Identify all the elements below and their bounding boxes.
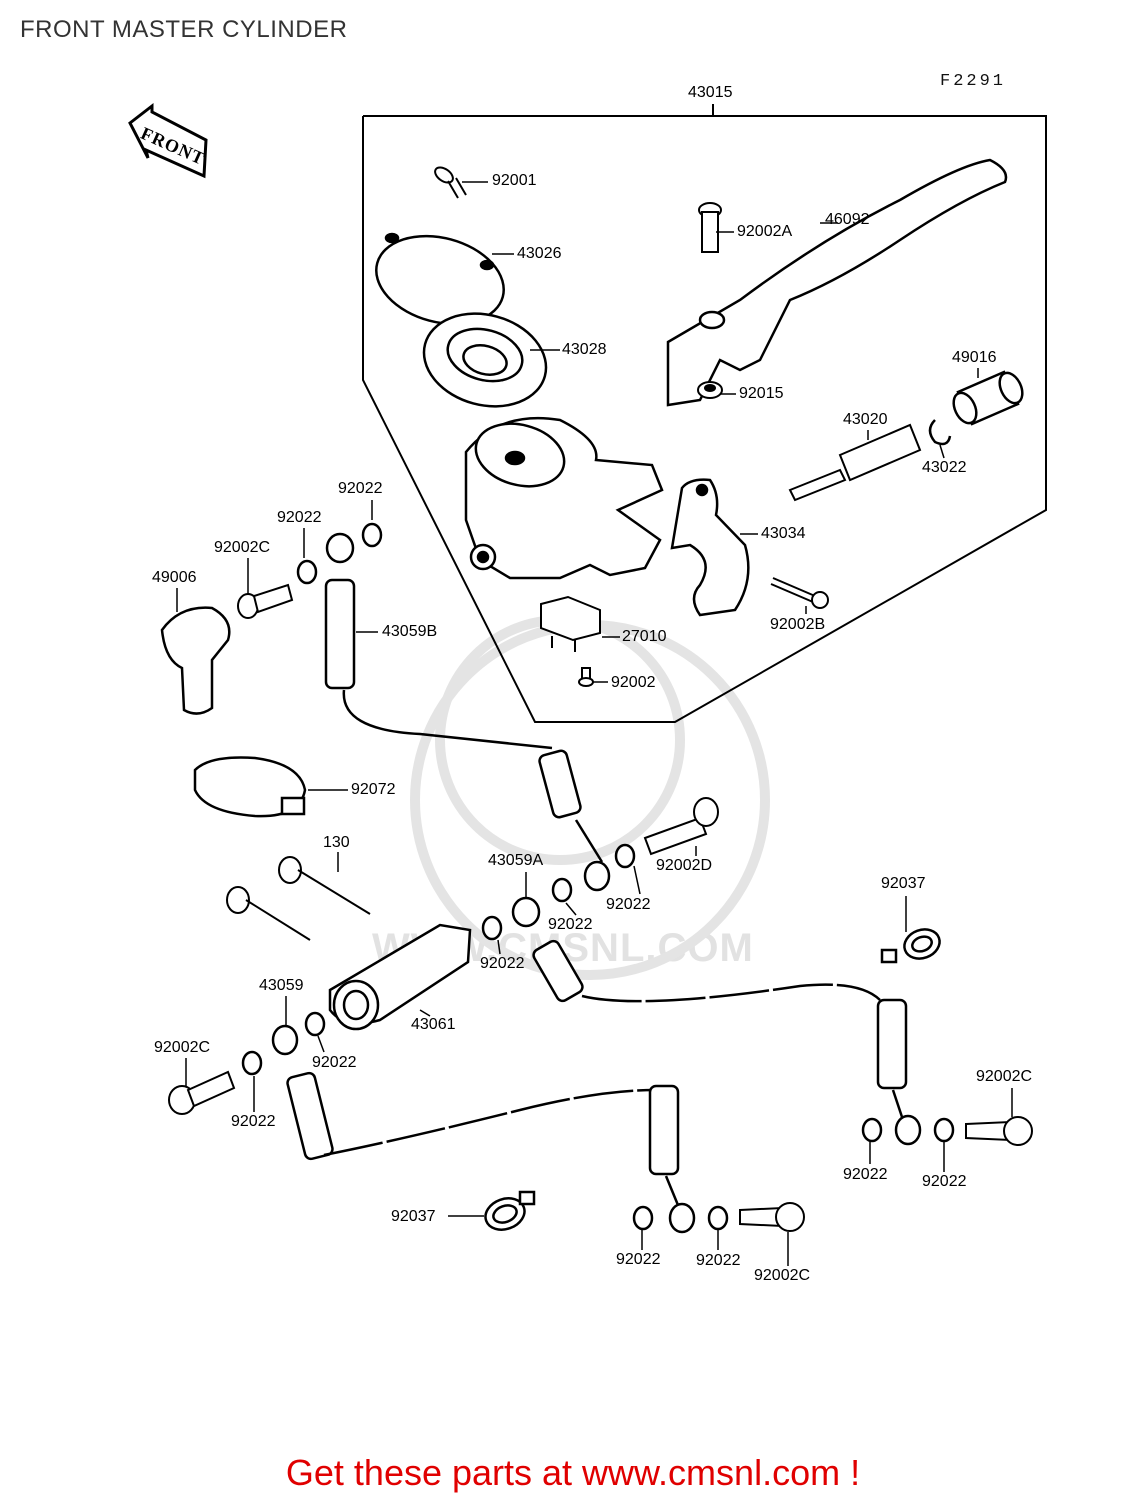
part-label-43059b: 43059B xyxy=(382,623,438,640)
footer-shop-link[interactable]: Get these parts at www.cmsnl.com ! xyxy=(285,1452,861,1493)
part-label-92022-e: 92022 xyxy=(480,955,525,972)
part-label-92002b: 92002B xyxy=(770,616,826,633)
diaphragm-43028 xyxy=(422,312,548,408)
part-label-92002a: 92002A xyxy=(737,223,793,240)
leader-lines xyxy=(176,181,1013,1266)
part-label-92015: 92015 xyxy=(739,385,784,402)
part-label-92037-b: 92037 xyxy=(391,1208,436,1225)
part-label-92022-h: 92022 xyxy=(843,1166,888,1183)
nut-92015 xyxy=(697,381,723,399)
banjo-bolt-92002c-top xyxy=(237,583,294,619)
part-label-92022-c: 92022 xyxy=(548,916,593,933)
brake-hose-43059b xyxy=(324,532,611,892)
hose-clip-92037-top xyxy=(880,928,941,964)
banjo-bolt-92002c-right xyxy=(965,1116,1033,1146)
part-label-92022-i: 92022 xyxy=(922,1173,967,1190)
part-label-49006: 49006 xyxy=(152,569,197,586)
hose-clip-92037-bottom xyxy=(484,1190,536,1231)
part-label-49016: 49016 xyxy=(952,349,997,366)
brake-hose-43059a xyxy=(511,896,922,1146)
part-label-43020: 43020 xyxy=(843,411,888,428)
banjo-bolt-92002c-left xyxy=(168,1070,236,1115)
part-label-92037-a: 92037 xyxy=(881,875,926,892)
brake-lever-46092 xyxy=(666,158,1008,407)
brake-hose-43059 xyxy=(271,1024,696,1234)
part-label-43034: 43034 xyxy=(761,525,806,542)
bolt-130 xyxy=(226,856,371,941)
part-label-92022-f: 92022 xyxy=(312,1054,357,1071)
assembly-43015-boundary xyxy=(362,104,1047,723)
brake-pipe-joint-43061 xyxy=(328,923,472,1031)
part-label-43061: 43061 xyxy=(411,1016,456,1033)
reservoir-cap-43026 xyxy=(375,232,505,326)
screw-92002 xyxy=(578,667,594,687)
part-label-92022-j: 92022 xyxy=(616,1251,661,1268)
part-label-43026: 43026 xyxy=(517,245,562,262)
part-label-92002c-d: 92002C xyxy=(754,1267,811,1284)
part-label-92001: 92001 xyxy=(492,172,537,189)
pivot-bolt-92002a xyxy=(698,202,722,253)
front-arrow-icon xyxy=(128,102,208,179)
part-label-92002c-a: 92002C xyxy=(214,539,271,556)
washer-icons xyxy=(241,522,955,1231)
part-label-43015: 43015 xyxy=(688,84,733,101)
part-label-130: 130 xyxy=(323,834,350,851)
brake-light-switch-27010 xyxy=(540,595,601,652)
part-label-92002c-c: 92002C xyxy=(976,1068,1033,1085)
clamp-43034 xyxy=(670,478,750,617)
part-label-43059: 43059 xyxy=(259,977,304,994)
part-label-92022-k: 92022 xyxy=(696,1252,741,1269)
part-label-92022-d: 92022 xyxy=(606,896,651,913)
circlip-43022 xyxy=(928,419,952,446)
piston-assembly-43020 xyxy=(788,423,922,502)
part-label-92022-b: 92022 xyxy=(277,509,322,526)
part-label-43028: 43028 xyxy=(562,341,607,358)
banjo-cover-49006 xyxy=(160,606,231,715)
part-label-92002d: 92002D xyxy=(656,857,713,874)
banjo-bolt-92002c-bottom xyxy=(739,1202,805,1232)
part-label-43022: 43022 xyxy=(922,459,967,476)
part-label-92022-g: 92022 xyxy=(231,1113,276,1130)
banjo-bolt-92002d xyxy=(643,797,719,856)
boot-49016 xyxy=(952,370,1024,426)
part-label-92002c-b: 92002C xyxy=(154,1039,211,1056)
bolt-92002b xyxy=(770,577,829,609)
screw-92001 xyxy=(434,166,467,199)
page-title: FRONT MASTER CYLINDER xyxy=(20,16,348,43)
band-92072 xyxy=(193,756,307,818)
part-label-92002: 92002 xyxy=(611,674,656,691)
part-label-27010: 27010 xyxy=(622,628,667,645)
part-label-92072: 92072 xyxy=(351,781,396,798)
part-label-46092: 46092 xyxy=(825,211,870,228)
part-label-43059a: 43059A xyxy=(488,852,544,869)
part-label-92022-a: 92022 xyxy=(338,480,383,497)
figure-code: F2291 xyxy=(940,72,1007,91)
master-cylinder-body xyxy=(464,416,664,580)
